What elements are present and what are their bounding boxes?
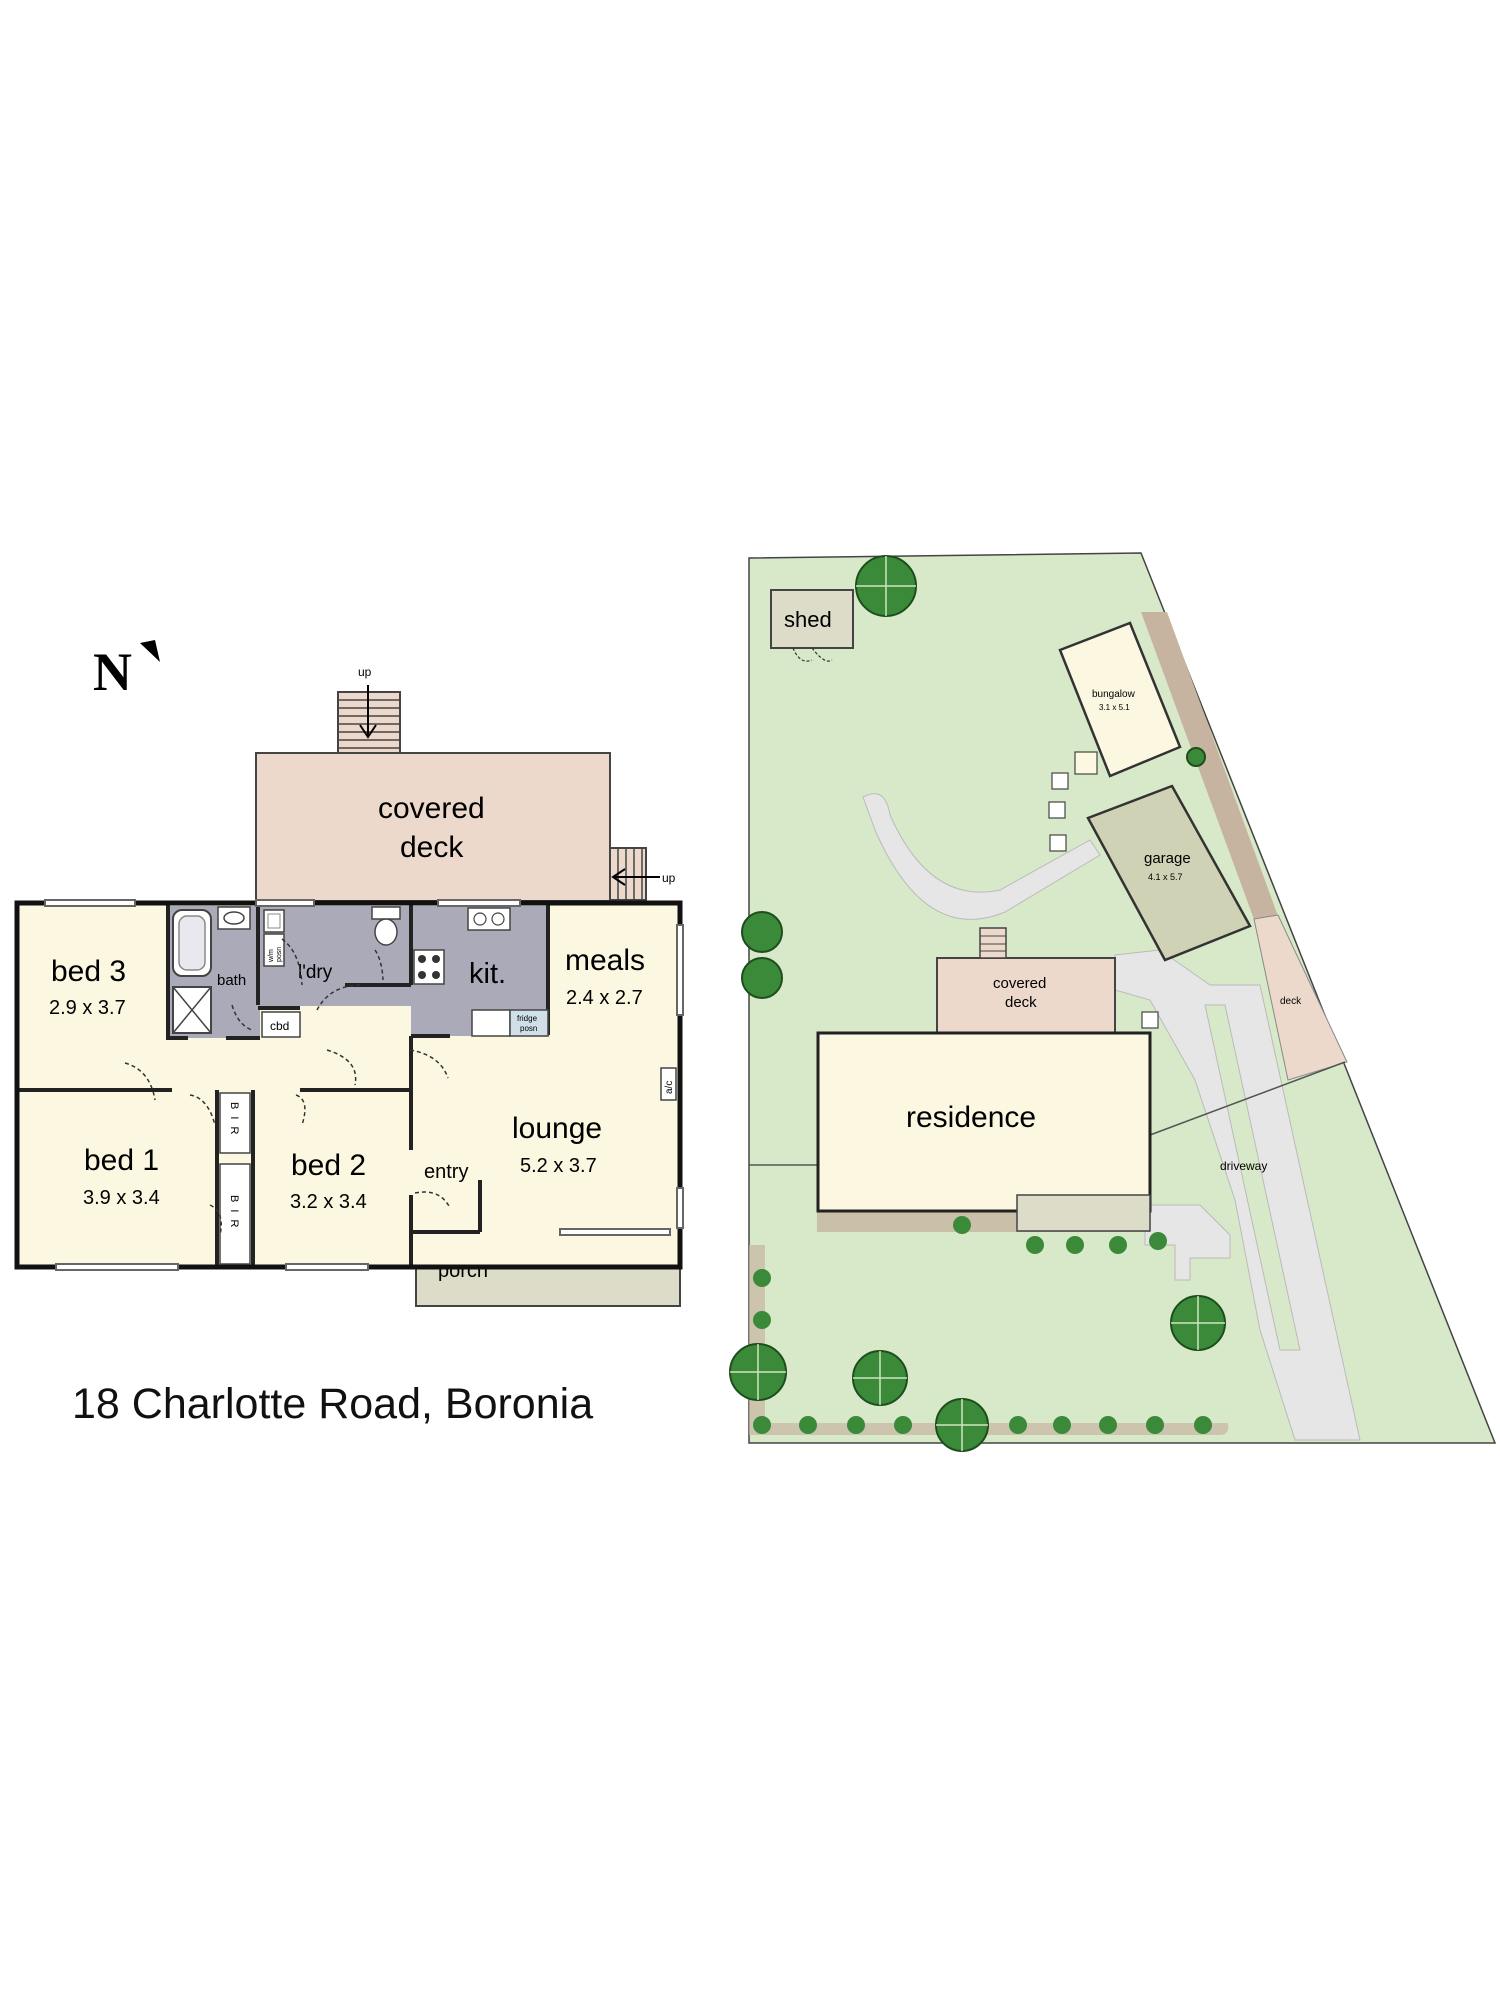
bed2-name: bed 2 bbox=[291, 1149, 366, 1182]
boundary-strip bbox=[1141, 612, 1278, 922]
fridge-label-1: fridge bbox=[517, 1014, 538, 1023]
bed1-name: bed 1 bbox=[84, 1144, 159, 1177]
site-covered-deck-label-2: deck bbox=[1005, 994, 1037, 1011]
covered-deck bbox=[255, 752, 611, 902]
lounge-name: lounge bbox=[512, 1112, 602, 1145]
meals-dims: 2.4 x 2.7 bbox=[566, 987, 643, 1009]
windows bbox=[44, 899, 684, 1271]
address-caption: 18 Charlotte Road, Boronia bbox=[72, 1380, 594, 1428]
floor-plan: up covered deck up porch bbox=[14, 665, 684, 1307]
wm-label-1: w/m bbox=[268, 949, 275, 963]
tree-icon bbox=[741, 911, 783, 953]
bed3-dims: 2.9 x 3.7 bbox=[49, 997, 126, 1019]
toilet-icon bbox=[371, 906, 401, 946]
site-plan: deck driveway shed bungalow 3.1 x 5.1 bbox=[729, 552, 1497, 1452]
residence bbox=[816, 1031, 1152, 1213]
cbd-label: cbd bbox=[270, 1019, 289, 1033]
site-covered-deck-label-1: covered bbox=[993, 975, 1046, 992]
laundry-label: l'dry bbox=[298, 962, 333, 983]
cooktop-icon bbox=[413, 949, 445, 985]
curved-path bbox=[862, 793, 1101, 920]
kitchen-bench bbox=[471, 1009, 511, 1037]
north-letter: N bbox=[93, 642, 132, 702]
shrub-icon bbox=[1066, 1236, 1084, 1254]
cupboard bbox=[261, 1011, 301, 1038]
covered-deck-label-1: covered bbox=[378, 792, 485, 825]
garage-name: garage bbox=[1144, 850, 1191, 867]
north-arrow: N bbox=[93, 640, 160, 702]
driveway-label: driveway bbox=[1220, 1159, 1267, 1173]
covered-deck-label-2: deck bbox=[400, 831, 464, 864]
bungalow bbox=[1058, 621, 1182, 778]
lounge-dims: 5.2 x 3.7 bbox=[520, 1155, 597, 1177]
entry-label: entry bbox=[424, 1161, 468, 1183]
bir-closet-lower bbox=[219, 1163, 251, 1265]
wm-label-2: posn bbox=[276, 947, 283, 962]
shrub-icon bbox=[1099, 1416, 1117, 1434]
bir-lower-label: B I R bbox=[228, 1195, 240, 1229]
shrub-icon bbox=[847, 1416, 865, 1434]
shrub-icon bbox=[1146, 1416, 1164, 1434]
stairs-side: up bbox=[609, 847, 676, 901]
meals-name: meals bbox=[565, 944, 645, 977]
garage-dims: 4.1 x 5.7 bbox=[1148, 872, 1183, 882]
bungalow-name: bungalow bbox=[1092, 689, 1136, 700]
site-covered-deck bbox=[936, 957, 1116, 1034]
bir-closet-upper bbox=[219, 1092, 251, 1154]
side-deck-label: deck bbox=[1280, 996, 1302, 1007]
north-arrow-icon bbox=[140, 640, 160, 662]
shrub-icon bbox=[1026, 1236, 1044, 1254]
door-swings bbox=[124, 938, 451, 1236]
shrub-icon bbox=[894, 1416, 912, 1434]
fridge-position bbox=[509, 1009, 549, 1037]
bed2-dims: 3.2 x 3.4 bbox=[290, 1191, 367, 1213]
shrubs bbox=[753, 1216, 1212, 1434]
garage bbox=[1086, 784, 1252, 962]
driveway-lawn-strip bbox=[1204, 1004, 1301, 1351]
stairs-top-label: up bbox=[358, 665, 372, 679]
bungalow-dims: 3.1 x 5.1 bbox=[1099, 703, 1130, 712]
bir-upper-label: B I R bbox=[228, 1102, 240, 1136]
bed3-name: bed 3 bbox=[51, 955, 126, 988]
side-deck bbox=[1253, 914, 1348, 1081]
shrub-icon bbox=[1109, 1236, 1127, 1254]
shrub-icon bbox=[753, 1269, 771, 1287]
stairs-top: up bbox=[337, 665, 401, 757]
shed-label: shed bbox=[784, 607, 832, 632]
ac-unit bbox=[660, 1067, 677, 1101]
shrub-icon bbox=[799, 1416, 817, 1434]
tree-icon bbox=[1186, 747, 1206, 767]
residence-label: residence bbox=[906, 1101, 1036, 1134]
shrub-icon bbox=[1053, 1416, 1071, 1434]
washing-machine-position bbox=[263, 933, 285, 967]
kitchen-label: kit. bbox=[469, 958, 506, 990]
shrub-icon bbox=[753, 1416, 771, 1434]
tree-icon bbox=[741, 957, 783, 999]
stairs-side-label: up bbox=[662, 871, 676, 885]
driveway bbox=[1114, 949, 1361, 1441]
bed1-dims: 3.9 x 3.4 bbox=[83, 1187, 160, 1209]
shrub-icon bbox=[1009, 1416, 1027, 1434]
ac-label: a/c bbox=[664, 1081, 675, 1094]
fridge-label-2: posn bbox=[520, 1024, 537, 1033]
shrub-icon bbox=[1194, 1416, 1212, 1434]
residence-porch bbox=[1016, 1194, 1151, 1232]
stepping-stones bbox=[1048, 772, 1159, 1029]
shrub-icon bbox=[1149, 1232, 1167, 1250]
shed bbox=[770, 589, 854, 649]
bath-label: bath bbox=[217, 972, 246, 989]
shrub-icon bbox=[753, 1311, 771, 1329]
shrub-icon bbox=[953, 1216, 971, 1234]
